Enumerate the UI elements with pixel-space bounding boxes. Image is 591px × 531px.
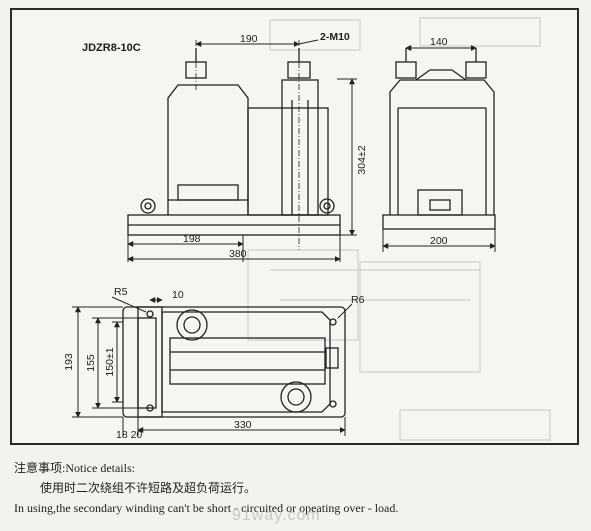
dim-top-width: 140 [430,36,448,48]
dim-overall-width: 193 [63,353,75,371]
side-terminal-right [465,61,487,79]
side-body [389,79,495,215]
dim-base-offset: 198 [183,233,201,245]
plan-view [122,306,346,418]
dim-plan-length: 330 [234,419,252,431]
dim-terminal-pitch: 190 [240,33,258,45]
notice-title: 注意事项:Notice details: [14,461,135,475]
dim-radius-left: R5 [114,286,128,298]
plan-slot-left [137,317,157,409]
dim-height: 304±2 [356,145,368,174]
plan-body [161,311,331,413]
watermark: 91way.com [232,507,321,524]
side-nameplate [417,189,463,216]
plan-base-plate [122,306,346,418]
notice-line-en: In using,the secondary winding can't be … [14,501,399,515]
model-label: JDZR8-10C [82,42,141,54]
dim-base-width: 200 [430,235,448,247]
front-dimensions [127,39,357,262]
front-mount-hole-right [319,198,335,214]
dim-hole-offset: 10 [172,289,184,301]
plan-hole-br [329,400,337,408]
plan-hole-bl [146,404,154,412]
dim-overall-length: 380 [229,248,247,260]
plan-core [169,337,326,385]
plan-hole-tl [146,310,154,318]
plan-bushing-left [176,309,208,341]
side-view [382,48,496,230]
front-view [127,40,341,250]
dim-slot-inner: 150±1 [104,347,116,376]
plan-bushing-right [280,381,312,413]
dim-radius-right: R6 [351,294,365,306]
ghost-drawings [247,17,551,441]
plan-hole-tr [329,318,337,326]
side-terminal-left [395,61,417,79]
front-body [247,107,329,216]
dim-thread-callout: 2-M10 [320,31,350,43]
front-mount-hole-left [140,198,156,214]
notice-line-cn: 使用时二次绕组不许短路及超负荷运行。 [40,481,257,495]
notice-section: 注意事项:Notice details: 使用时二次绕组不许短路及超负荷运行。 … [14,458,584,518]
dim-slot-outer: 155 [85,354,97,372]
plan-dimensions [72,296,353,436]
dim-edge-offsets: 18 20 [116,429,142,441]
side-dimensions [382,45,496,252]
front-housing-left [167,84,249,215]
front-column-right [281,79,319,216]
side-base-plate [382,214,496,230]
